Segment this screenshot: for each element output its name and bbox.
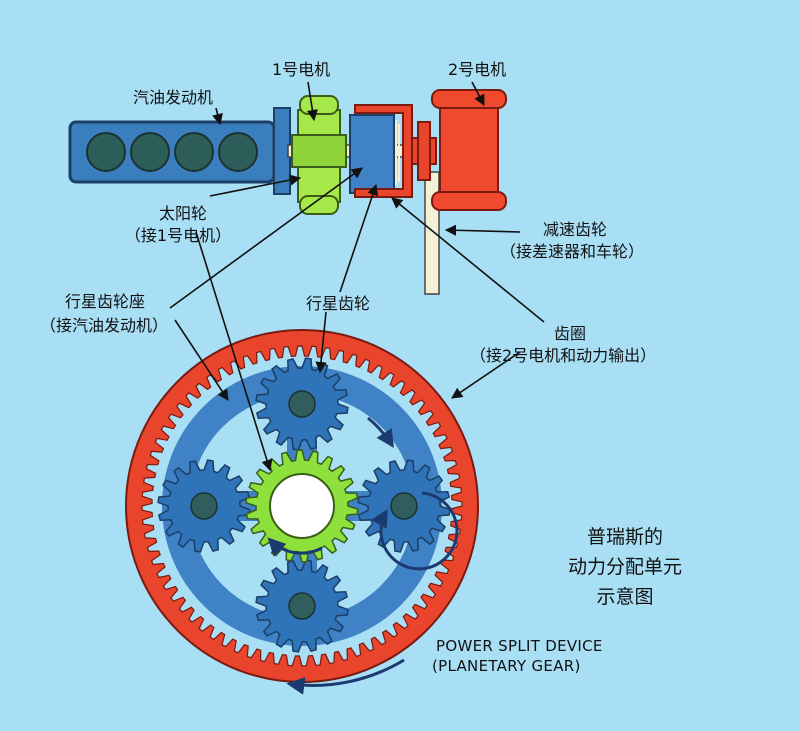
english-title-line-1: POWER SPLIT DEVICE	[436, 637, 603, 655]
planet-gear-left	[157, 459, 251, 553]
sun-gear-hole	[269, 473, 335, 539]
motor2-block	[431, 89, 507, 211]
motor2-label: 2号电机	[448, 60, 507, 79]
ring-gear-label: 齿圈	[554, 324, 587, 343]
reduction-shaft	[424, 171, 440, 295]
engine-block	[68, 120, 276, 184]
motor1-block	[291, 95, 347, 215]
reduction-gear-label: 减速齿轮	[542, 220, 607, 239]
planet-hub	[390, 492, 418, 520]
engine-label: 汽油发动机	[133, 88, 214, 107]
motor2-coupling	[411, 121, 437, 181]
english-title-line-2: (PLANETARY GEAR)	[432, 657, 581, 675]
carrier-label: 行星齿轮座	[64, 292, 145, 311]
ring-gear-housing	[354, 104, 413, 198]
title-line-2: 动力分配单元	[567, 556, 682, 578]
sun-gear-sublabel: （接1号电机）	[124, 226, 232, 245]
leader-lines	[169, 81, 545, 472]
carrier-housing	[349, 114, 395, 194]
sun-gear-label: 太阳轮	[158, 204, 207, 223]
motor1-label: 1号电机	[272, 60, 331, 79]
rotation-arrow-carrier	[367, 416, 394, 449]
rotation-arrow-sun	[267, 537, 323, 557]
carrier-sublabel: （接汽油发动机）	[39, 316, 168, 335]
reduction-gear-sublabel: （接差速器和车轮）	[499, 242, 644, 261]
planet-gear-label: 行星齿轮	[306, 294, 371, 313]
ring-gear-sublabel: （接2号电机和动力输出）	[470, 346, 657, 365]
rotation-arrow-planet	[371, 491, 459, 571]
title-line-3: 示意图	[596, 586, 654, 608]
planet-hub	[288, 592, 316, 620]
planet-gear-bottom	[255, 559, 349, 653]
title-line-1: 普瑞斯的	[586, 526, 663, 548]
planet-hub	[288, 390, 316, 418]
sun-gear	[245, 449, 359, 563]
planet-hub	[190, 492, 218, 520]
rotation-arrow-ring	[286, 658, 405, 695]
connector-lines	[395, 120, 400, 185]
planetary-gear-assembly	[125, 329, 479, 695]
